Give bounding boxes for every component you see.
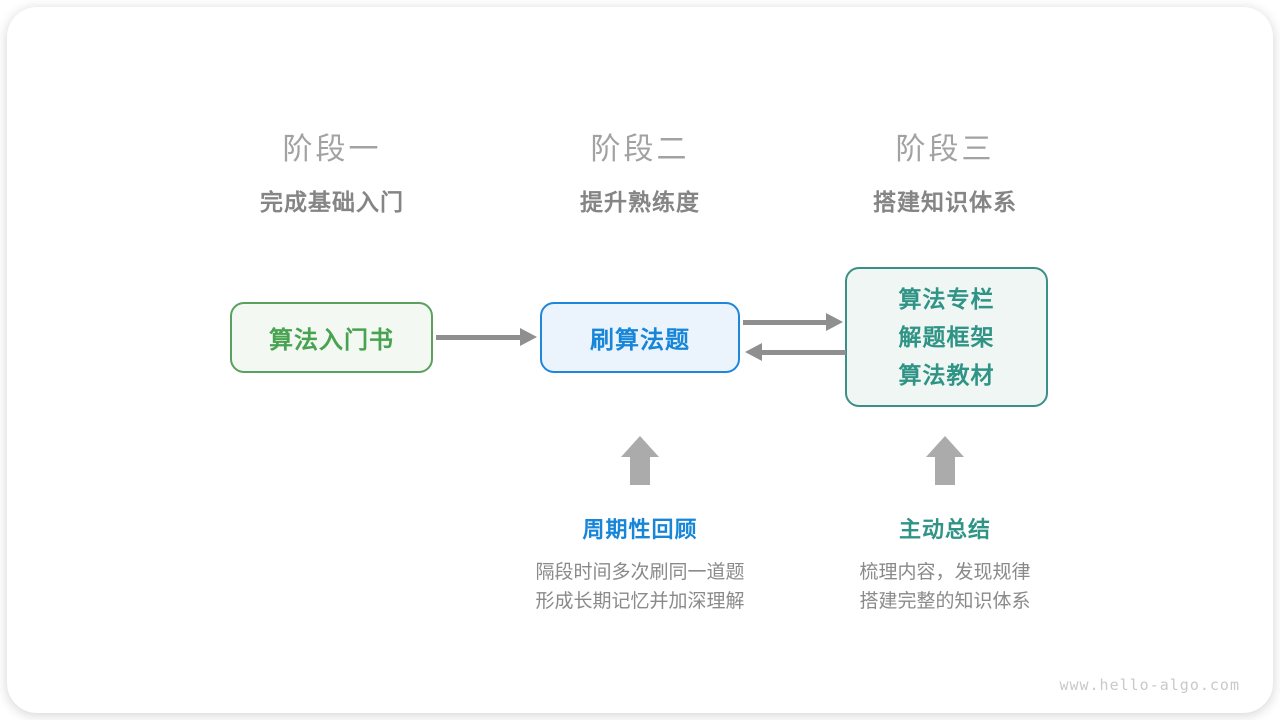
node-knowledge-line-3: 算法教材 [898,362,995,388]
annotation-periodic-review-desc-line-2: 形成长期记忆并加深理解 [535,591,745,612]
stage-3-header: 阶段三 搭建知识体系 [795,124,1095,217]
watermark-url: www.hello-algo.com [1059,676,1240,694]
node-knowledge-line-1: 算法专栏 [898,286,995,312]
arrow-right-1-head-icon [520,328,537,346]
node-knowledge-line-2: 解题框架 [898,324,995,350]
up-arrow-summary-icon [926,436,964,457]
annotation-periodic-review-desc: 隔段时间多次刷同一道题 形成长期记忆并加深理解 [470,558,810,616]
arrow-left-1-head-icon [745,343,762,361]
annotation-active-summary-desc-line-1: 梳理内容，发现规律 [859,562,1031,583]
up-arrow-summary-stem [935,456,955,485]
annotation-active-summary-desc-line-2: 搭建完整的知识体系 [859,591,1031,612]
stage-1-title: 阶段一 [282,133,382,166]
up-arrow-review-icon [621,436,659,457]
annotation-active-summary-desc: 梳理内容，发现规律 搭建完整的知识体系 [775,558,1115,616]
stage-2-header: 阶段二 提升熟练度 [490,124,790,217]
stage-3-subtitle: 搭建知识体系 [873,189,1017,215]
arrow-right-2-head-icon [826,313,843,331]
node-practice-problems: 刷算法题 [540,302,740,373]
node-intro-book: 算法入门书 [230,302,433,373]
stage-1-subtitle: 完成基础入门 [260,189,404,215]
node-knowledge-sources: 算法专栏 解题框架 算法教材 [845,267,1048,407]
arrow-left-1 [761,350,846,355]
annotation-active-summary-label: 主动总结 [898,517,991,542]
up-arrow-review-stem [630,456,650,485]
stage-1-header: 阶段一 完成基础入门 [182,124,482,217]
node-intro-book-label: 算法入门书 [269,327,394,354]
annotation-periodic-review-label: 周期性回顾 [582,517,698,542]
stage-3-title: 阶段三 [895,133,995,166]
stage-2-subtitle: 提升熟练度 [580,189,700,215]
node-practice-problems-label: 刷算法题 [590,327,690,354]
arrow-right-1 [436,335,522,340]
annotation-periodic-review-desc-line-1: 隔段时间多次刷同一道题 [535,562,745,583]
arrow-right-2 [743,320,828,325]
stage-2-title: 阶段二 [590,133,690,166]
